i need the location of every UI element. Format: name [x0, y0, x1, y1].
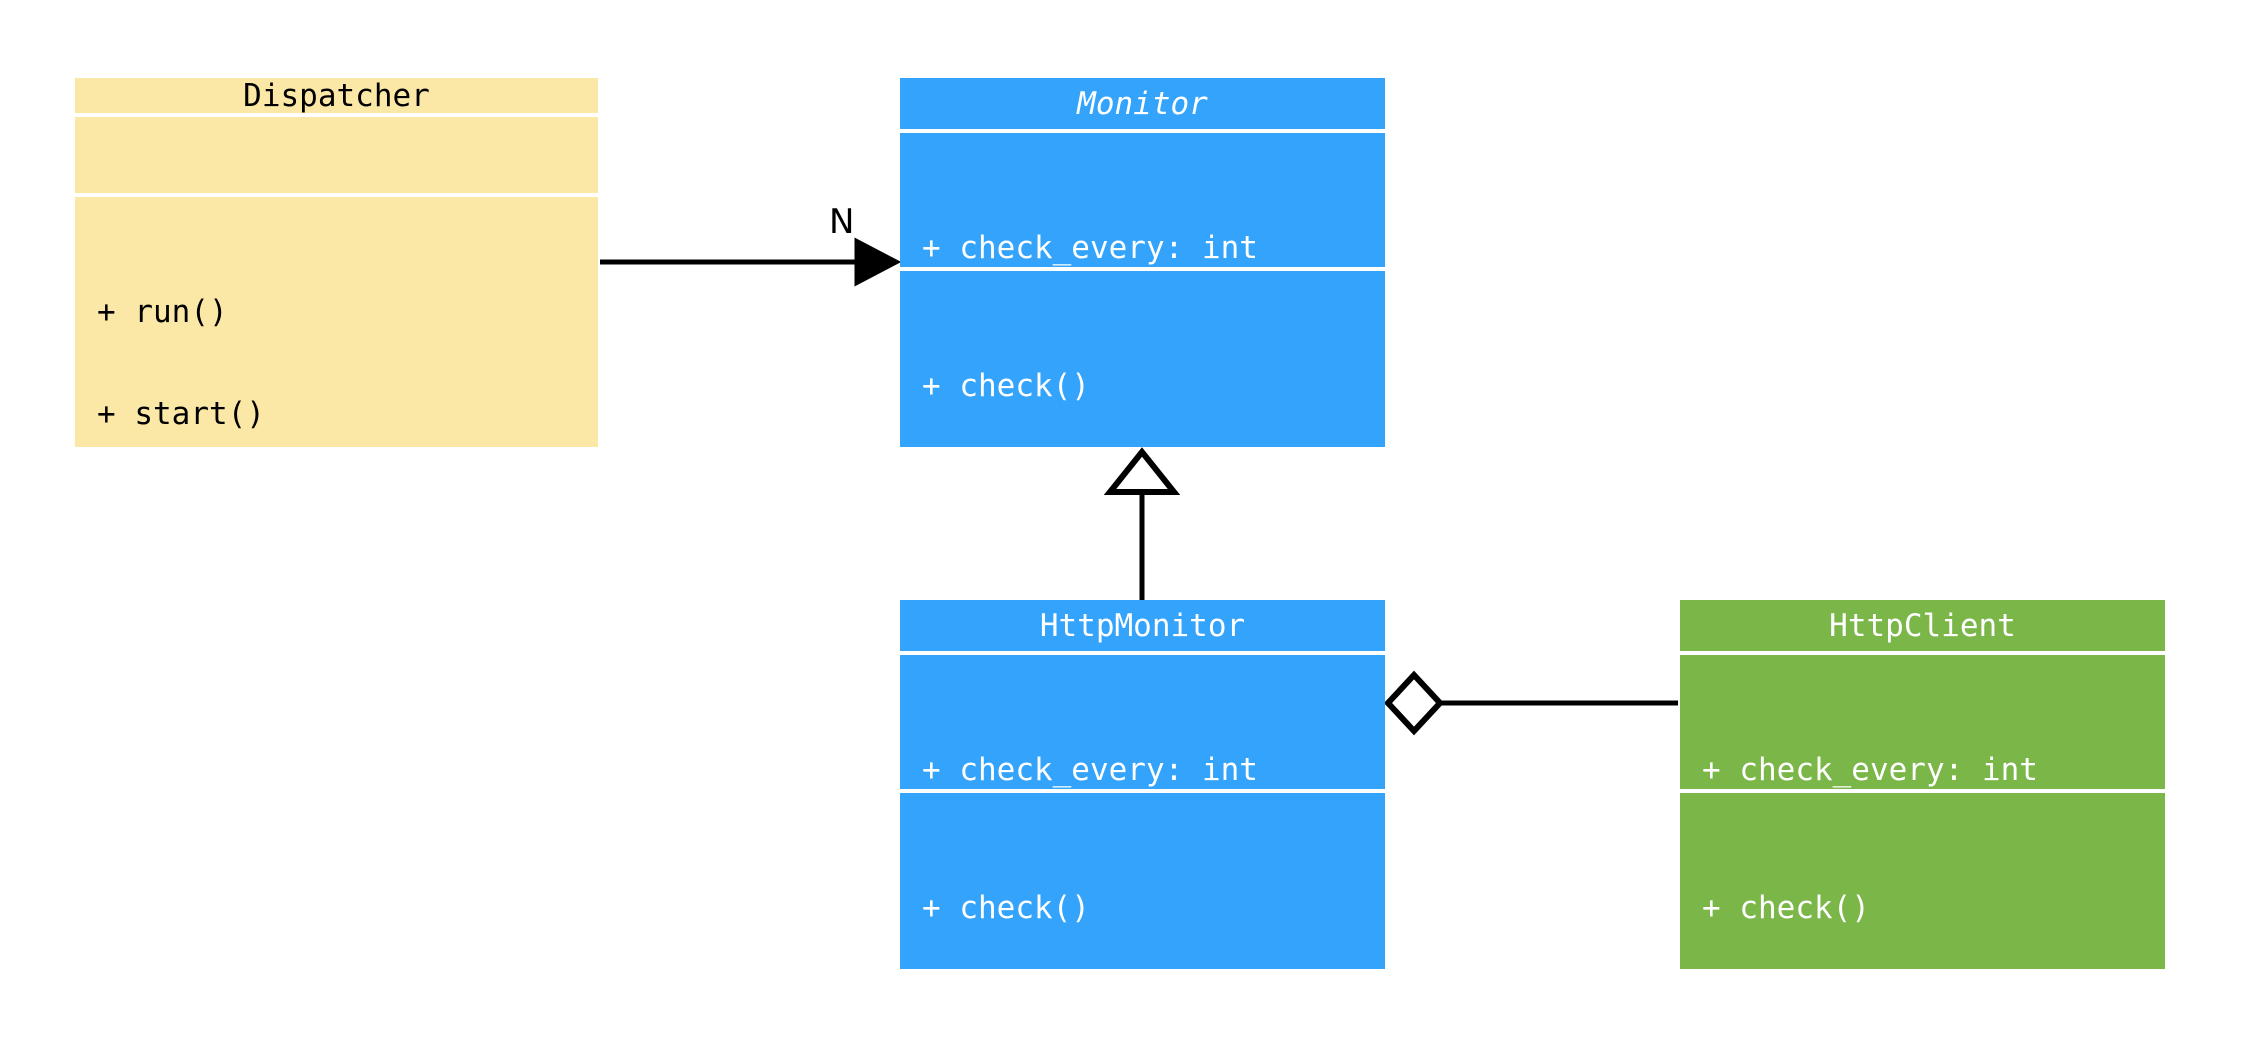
class-methods-httpmonitor: + check()	[900, 789, 1385, 969]
class-attributes-dispatcher: + monitors: [] Monitor	[75, 113, 598, 194]
method-row: + check()	[922, 890, 1090, 927]
method-row: + check()	[922, 368, 1090, 405]
attribute-row: + check_every: int	[922, 230, 1258, 267]
class-title-dispatcher: Dispatcher	[75, 78, 598, 114]
class-methods-httpclient: + check()	[1680, 789, 2165, 969]
class-title-httpclient: HttpClient	[1680, 600, 2165, 652]
method-row: + check()	[1702, 890, 1870, 927]
class-box-dispatcher[interactable]: Dispatcher + monitors: [] Monitor + run(…	[75, 78, 598, 447]
attribute-row: + check_every: int	[922, 752, 1258, 789]
method-row: + run()	[97, 294, 228, 331]
class-box-httpmonitor[interactable]: HttpMonitor + check_every: int + check()	[900, 600, 1385, 969]
class-attributes-monitor: + check_every: int	[900, 129, 1385, 268]
class-attributes-httpmonitor: + check_every: int	[900, 651, 1385, 790]
method-row: + start()	[97, 396, 265, 433]
class-methods-monitor: + check()	[900, 267, 1385, 447]
class-title-monitor: Monitor	[900, 78, 1385, 130]
relation-httpmonitor-monitor	[1103, 447, 1181, 600]
class-box-httpclient[interactable]: HttpClient + check_every: int + check()	[1680, 600, 2165, 969]
class-title-httpmonitor: HttpMonitor	[900, 600, 1385, 652]
attribute-row: + check_every: int	[1702, 752, 2038, 789]
relation-dispatcher-monitor	[600, 237, 902, 287]
relation-httpmonitor-httpclient	[1383, 670, 1678, 736]
class-box-monitor[interactable]: Monitor + check_every: int + check()	[900, 78, 1385, 447]
association-multiplicity-label: N	[829, 202, 855, 242]
class-methods-dispatcher: + run() + start() + stop()	[75, 193, 598, 447]
class-attributes-httpclient: + check_every: int	[1680, 651, 2165, 790]
